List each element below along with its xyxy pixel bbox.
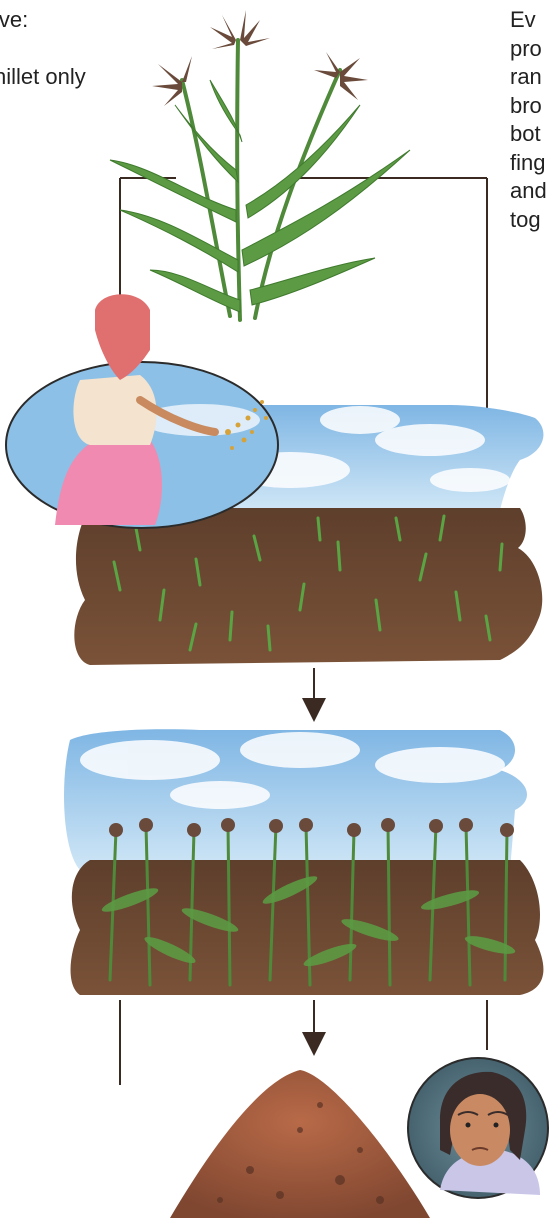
field-mature-millet-icon (64, 729, 543, 995)
worried-woman-icon (408, 1058, 548, 1198)
grain-pile-icon (170, 1070, 430, 1218)
millet-plant-icon (110, 10, 410, 320)
sowing-woman-icon (6, 294, 278, 528)
arrow-down-icon (302, 1032, 326, 1056)
arrow-down-icon (302, 698, 326, 722)
